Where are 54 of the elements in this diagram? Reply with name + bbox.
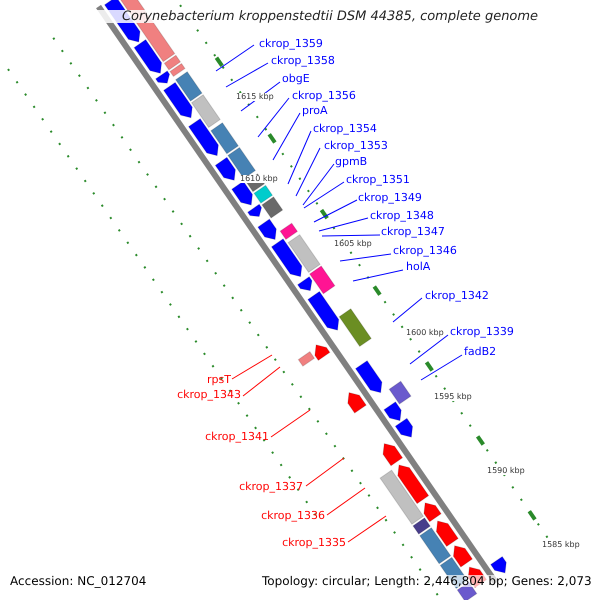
leader-line xyxy=(318,218,368,232)
leader-line xyxy=(306,458,344,486)
scale-label: 1590 kbp xyxy=(487,467,525,475)
gene-label: ckrop_1351 xyxy=(346,174,410,185)
leader-line xyxy=(302,164,334,206)
leader-line xyxy=(216,44,254,72)
leader-line xyxy=(314,200,358,222)
leader-line xyxy=(296,148,320,196)
footer-text: Accession: NC_012704 xyxy=(10,575,146,587)
gene-label: ckrop_1347 xyxy=(381,226,445,237)
gene-label: fadB2 xyxy=(464,346,496,357)
leader-line xyxy=(420,354,462,380)
leader-line xyxy=(348,516,386,542)
leader-line xyxy=(242,366,280,396)
gene-label: rpsT xyxy=(207,374,231,385)
gene-label: ckrop_1337 xyxy=(239,481,303,492)
leader-line xyxy=(410,334,448,364)
gene-label: holA xyxy=(406,261,430,272)
leader-line xyxy=(322,234,380,236)
leader-line xyxy=(326,488,366,516)
leader-line xyxy=(392,298,422,322)
leader-line xyxy=(340,254,392,262)
gene-label: ckrop_1343 xyxy=(177,389,241,400)
footer-text: Topology: circular; Length: 2,446,804 bp; Genes: 2,073 xyxy=(262,575,592,587)
gene-label: ckrop_1335 xyxy=(282,537,346,548)
scale-label: 1600 kbp xyxy=(406,329,444,337)
leader-line xyxy=(272,112,300,160)
gene-label: ckrop_1356 xyxy=(292,90,356,101)
gene-label: ckrop_1336 xyxy=(261,510,325,521)
leader-line xyxy=(304,182,344,208)
gene-label: ckrop_1339 xyxy=(450,326,514,337)
leader-line xyxy=(352,270,404,282)
leader-line xyxy=(270,410,310,438)
gene-label: ckrop_1346 xyxy=(393,245,457,256)
scale-label: 1595 kbp xyxy=(434,393,472,401)
gene-label: ckrop_1358 xyxy=(271,55,335,66)
gene-label: ckrop_1359 xyxy=(259,38,323,49)
scale-label: 1605 kbp xyxy=(334,240,372,248)
gene-label: gpmB xyxy=(335,156,368,167)
leader-line xyxy=(232,354,272,380)
gene-label: ckrop_1348 xyxy=(370,210,434,221)
gene-label: ckrop_1342 xyxy=(425,290,489,301)
gene-label: ckrop_1341 xyxy=(205,431,269,442)
gene-label: obgE xyxy=(282,73,310,84)
scale-label: 1585 kbp xyxy=(542,541,580,549)
gene-label: ckrop_1354 xyxy=(313,123,377,134)
gene-label: proA xyxy=(302,105,328,116)
leader-line xyxy=(258,98,290,138)
scale-label: 1610 kbp xyxy=(240,175,278,183)
scale-label: 1615 kbp xyxy=(236,93,274,101)
gene-label: ckrop_1349 xyxy=(358,192,422,203)
gene-label: ckrop_1353 xyxy=(324,140,388,151)
leader-line xyxy=(226,62,268,88)
leader-line xyxy=(288,130,312,184)
